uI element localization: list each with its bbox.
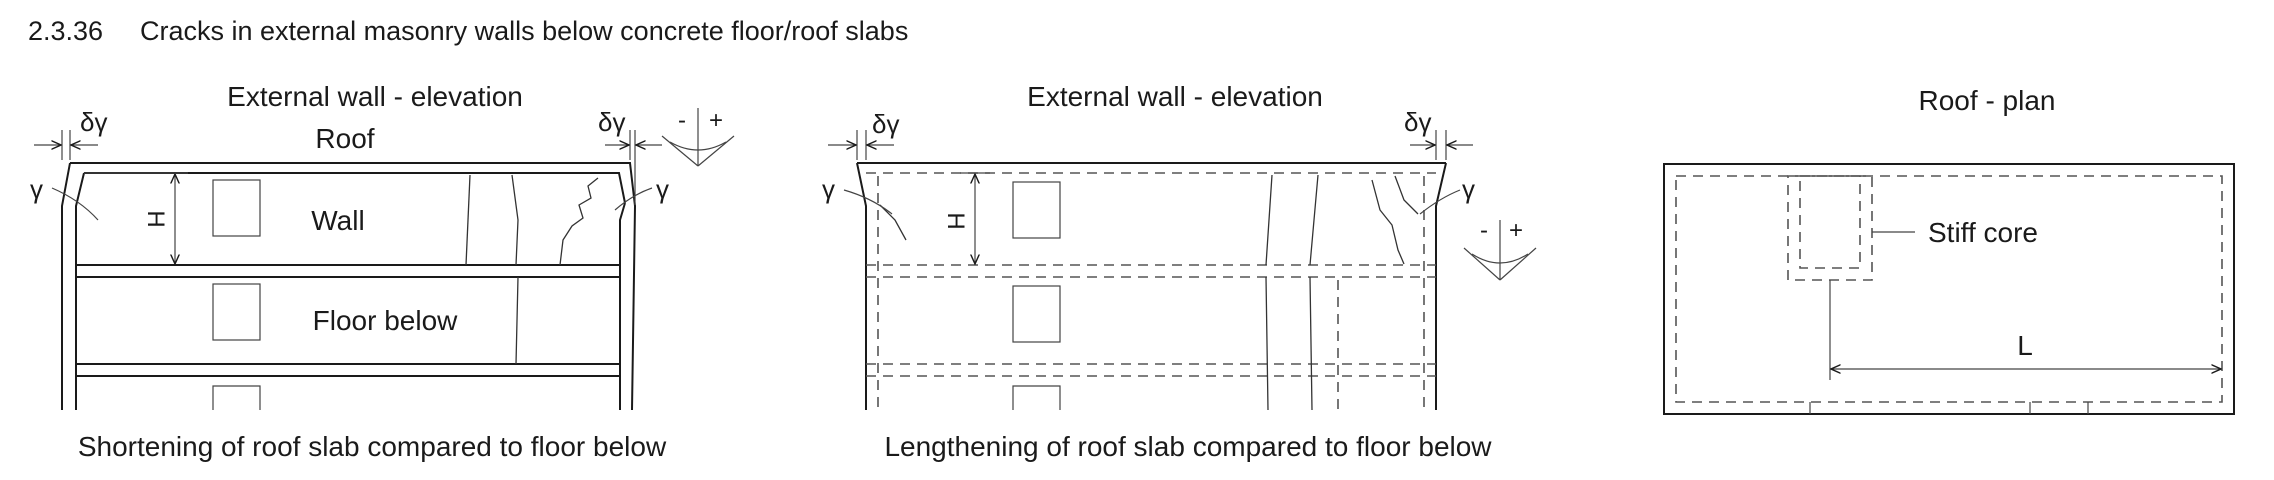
roof-outline	[1663, 163, 2235, 415]
right-panel-title: Roof - plan	[1919, 85, 2056, 116]
gamma-right-symbol: γ	[656, 174, 669, 204]
delta-right-symbol: δγ	[1404, 107, 1431, 137]
wall-label: Wall	[311, 205, 364, 236]
height-symbol: H	[942, 212, 969, 229]
window	[212, 385, 261, 410]
left-elevation-panel: External wall - elevation Roof H Wall Fl…	[30, 81, 735, 462]
gamma-left-symbol: γ	[822, 174, 835, 204]
window	[212, 179, 261, 237]
middle-left-wall	[856, 162, 867, 410]
left-roof-slab-inner	[84, 172, 626, 204]
gamma-right-symbol: γ	[1462, 174, 1475, 204]
window	[1012, 385, 1061, 410]
window	[1012, 285, 1061, 343]
crack-line	[879, 204, 907, 241]
rotation-sign-indicator: - +	[661, 107, 735, 167]
middle-panel-caption: Lengthening of roof slab compared to flo…	[884, 431, 1492, 462]
window	[212, 283, 261, 341]
gamma-left-symbol: γ	[30, 174, 43, 204]
gamma-left-arc	[843, 189, 893, 215]
gamma-left-arc	[51, 187, 99, 221]
left-roof-slab-outline	[70, 162, 637, 411]
middle-panel-title: External wall - elevation	[1027, 81, 1323, 112]
right-wall-inner-edge	[619, 202, 626, 410]
crack-line	[1371, 179, 1405, 265]
delta-left-symbol: δγ	[80, 107, 107, 137]
crack-line	[511, 174, 519, 365]
roof-label: Roof	[315, 123, 374, 154]
crack-line	[559, 177, 599, 266]
floor-below-label: Floor below	[313, 305, 459, 336]
left-wall-inner-edge	[75, 172, 85, 410]
rotation-sign-indicator: - +	[1463, 217, 1537, 281]
crack-line	[1394, 175, 1419, 215]
crack-line	[465, 174, 471, 266]
crack-line	[1265, 174, 1273, 411]
crack-line	[1309, 174, 1319, 411]
sign-plus: +	[1509, 217, 1523, 244]
middle-right-wall	[1435, 162, 1447, 410]
left-wall-outer-edge	[61, 162, 71, 410]
stiff-core-inner	[1799, 175, 1861, 269]
delta-left-symbol: δγ	[872, 109, 899, 139]
left-panel-caption: Shortening of roof slab compared to floo…	[78, 431, 667, 462]
section-number: 2.3.36	[28, 16, 103, 46]
roof-plan-panel: Roof - plan Stiff core L	[1663, 85, 2235, 415]
left-panel-title: External wall - elevation	[227, 81, 523, 112]
sign-minus: -	[1480, 217, 1488, 244]
section-title: Cracks in external masonry walls below c…	[140, 16, 908, 46]
middle-elevation-panel: External wall - elevation H δγ	[822, 81, 1537, 462]
gamma-right-arc	[614, 187, 653, 211]
sign-minus: -	[678, 107, 686, 134]
gamma-right-arc	[1419, 189, 1461, 215]
height-symbol: H	[142, 210, 169, 227]
window	[1012, 181, 1061, 239]
stiff-core-label: Stiff core	[1928, 217, 2038, 248]
sign-plus: +	[709, 107, 723, 134]
length-symbol: L	[2017, 330, 2033, 361]
delta-right-symbol: δγ	[598, 107, 625, 137]
roof-inner-dashed-outline	[1675, 175, 2223, 403]
